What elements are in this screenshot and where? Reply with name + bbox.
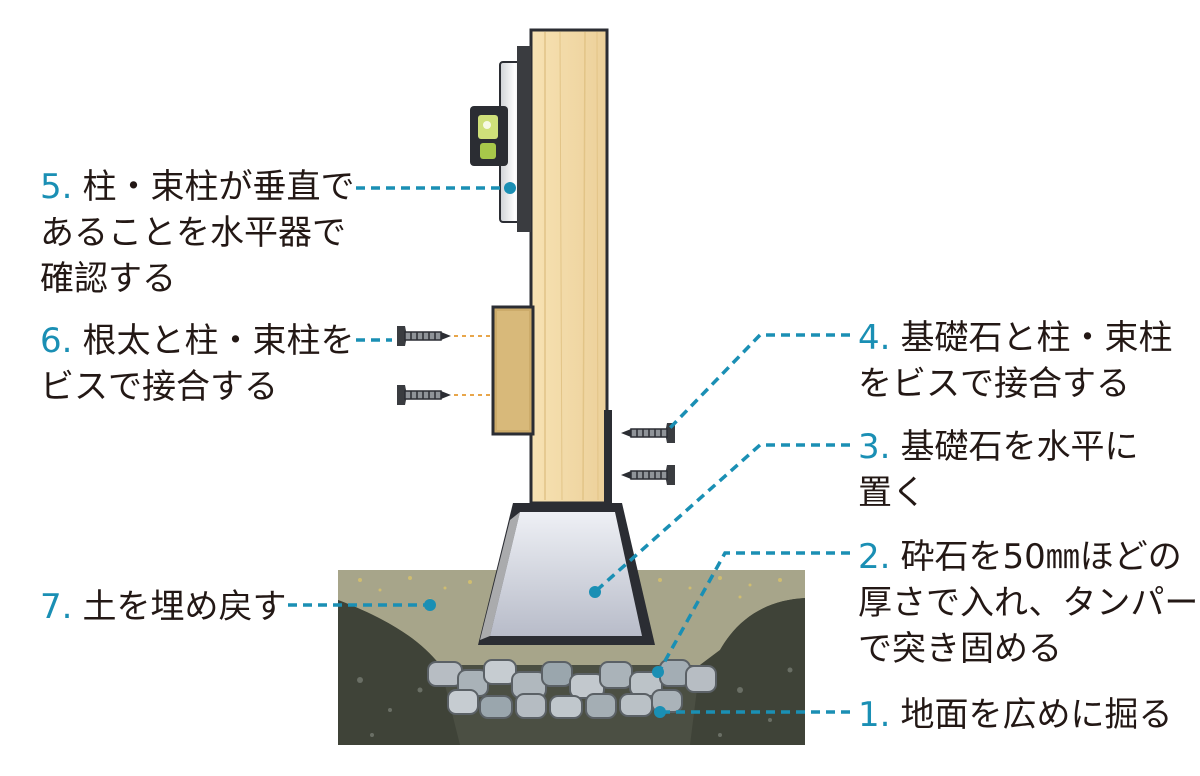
callout-line-4 [666,333,850,432]
step-3-line-1: 基礎石を水平に [900,427,1139,467]
callout-dots [424,182,666,718]
step-7-number: 7. [40,587,73,627]
step-4-line-2: をビスで接合する [858,364,1130,404]
step-5-line-2: あることを水平器で [40,213,346,253]
step-4-line-1: 基礎石と柱・束柱 [900,318,1173,358]
gravel-bed [427,659,717,719]
screw-icon [397,326,451,346]
screw-icon [397,385,451,405]
joist-block [491,305,535,436]
screw-icon [621,465,675,485]
step-7-label: 7.土を埋め戻す [40,584,286,630]
step-2-number: 2. [858,537,891,577]
step-6-line-1: 根太と柱・束柱を [82,321,355,361]
step-2-line-1: 砕石を50㎜ほどの [900,537,1182,577]
step-6-number: 6. [40,321,73,361]
step-3-label: 3.基礎石を水平に 置く [858,424,1138,516]
step-2-line-2: 厚さで入れ、タンパー [858,583,1199,623]
callout-line-3 [595,443,850,592]
step-5-line-1: 柱・束柱が垂直で [82,167,355,207]
step-4-label: 4.基礎石と柱・束柱 をビスで接合する [858,315,1172,407]
step-2-label: 2.砕石を50㎜ほどの 厚さで入れ、タンパー で突き固める [858,534,1198,672]
callout-lines [288,186,850,714]
step-5-label: 5.柱・束柱が垂直で あることを水平器で 確認する [40,164,354,302]
step-3-line-2: 置く [858,473,926,513]
spirit-level-icon [470,46,531,232]
screws-stone [621,423,675,485]
step-6-label: 6.根太と柱・束柱を ビスで接合する [40,318,354,410]
step-4-number: 4. [858,318,891,358]
step-2-line-3: で突き固める [858,629,1062,669]
screws-joist [397,326,493,405]
step-6-line-2: ビスで接合する [40,367,278,407]
step-1-line-1: 地面を広めに掘る [900,695,1173,735]
step-1-number: 1. [858,695,891,735]
step-3-number: 3. [858,427,891,467]
screw-icon [621,423,675,443]
step-5-number: 5. [40,167,73,207]
step-1-label: 1.地面を広めに掘る [858,692,1172,738]
step-7-line-1: 土を埋め戻す [82,587,287,627]
callout-line-2 [658,551,850,671]
step-5-line-3: 確認する [40,259,176,299]
foundation-stone [478,503,655,645]
wooden-post [529,28,612,505]
